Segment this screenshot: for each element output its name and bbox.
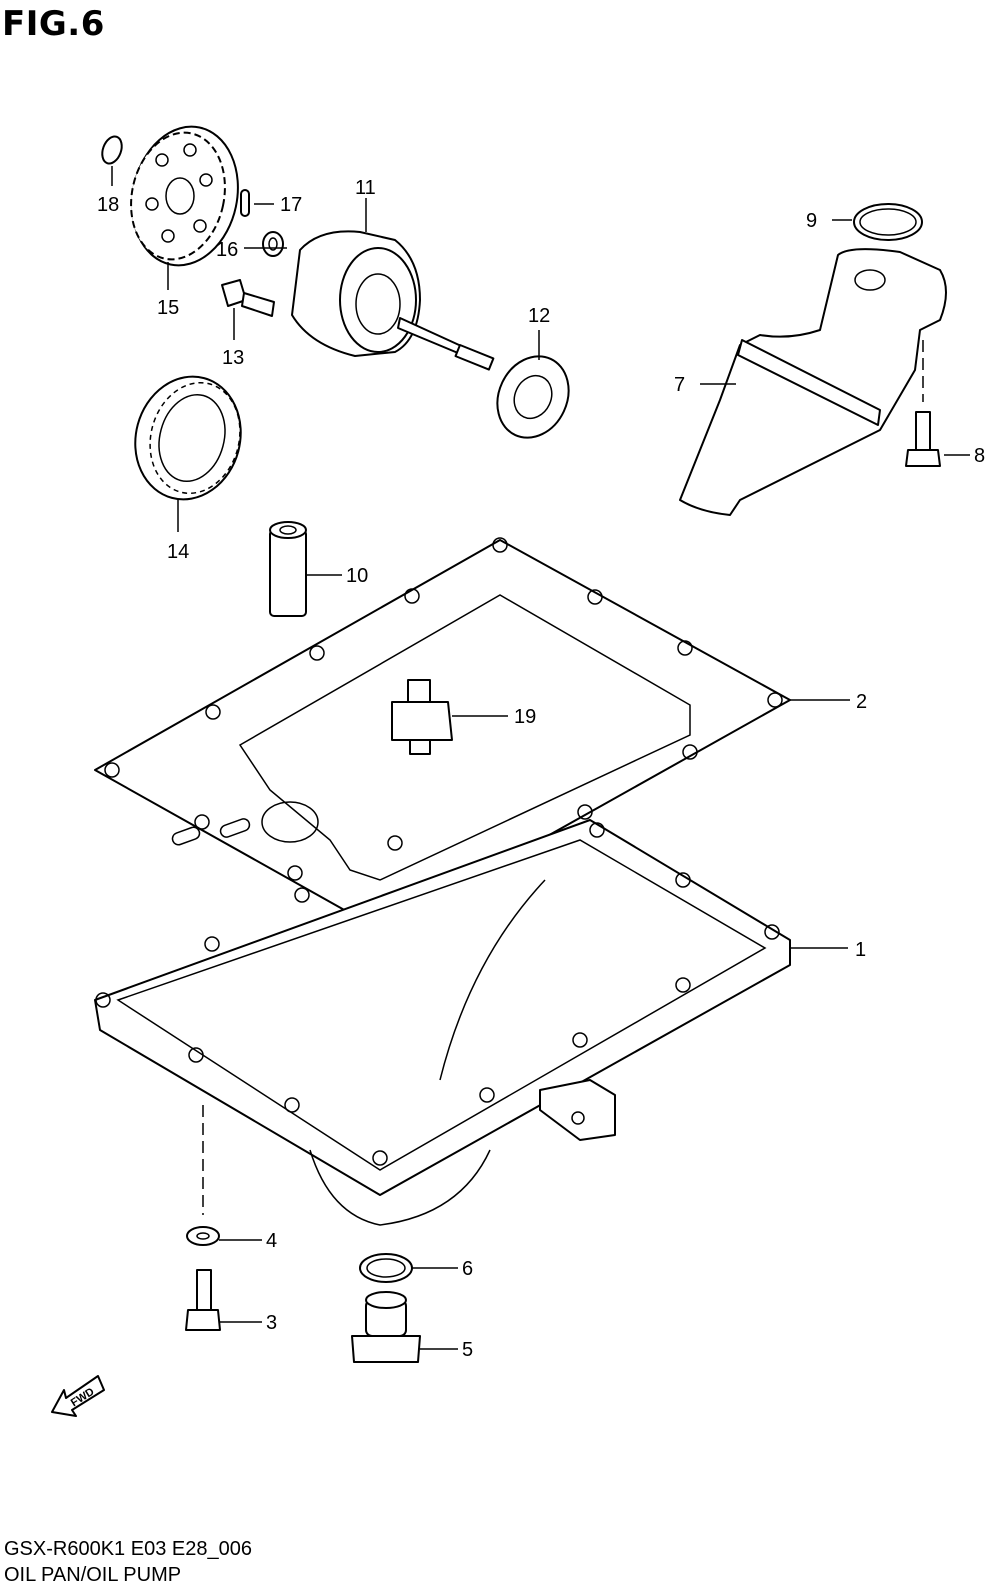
oil-pan-part-1 — [94, 819, 791, 1226]
callout-13: 13 — [222, 347, 244, 369]
callout-14: 14 — [167, 541, 189, 563]
gasket-part-6 — [359, 1253, 413, 1283]
pipe-part-10 — [269, 521, 307, 617]
callout-9: 9 — [806, 210, 817, 232]
sprocket-part-15 — [130, 125, 239, 267]
gasket-part-12 — [496, 355, 570, 439]
callout-15: 15 — [157, 297, 179, 319]
pin-part-17 — [240, 189, 250, 217]
callout-16: 16 — [216, 239, 238, 261]
washer-part-4 — [186, 1105, 220, 1246]
callout-3: 3 — [266, 1312, 277, 1334]
gear-part-14 — [134, 375, 242, 501]
circlip-part-18 — [101, 135, 123, 165]
callout-2: 2 — [856, 691, 867, 713]
figure-title: FIG.6 — [2, 4, 105, 44]
bolt-part-13 — [221, 279, 275, 317]
leader-lines — [111, 166, 970, 1350]
callout-6: 6 — [462, 1258, 473, 1280]
oil-pressure-switch-part-19 — [391, 679, 453, 755]
callout-7: 7 — [674, 374, 685, 396]
callout-4: 4 — [266, 1230, 277, 1252]
oil-pump-part-11 — [291, 230, 495, 371]
callout-8: 8 — [974, 445, 985, 467]
callout-5: 5 — [462, 1339, 473, 1361]
callout-18: 18 — [97, 194, 119, 216]
callout-17: 17 — [280, 194, 302, 216]
bolt-part-3 — [185, 1269, 221, 1331]
callout-10: 10 — [346, 565, 368, 587]
oil-strainer-part-7 — [679, 248, 947, 516]
callout-19: 19 — [514, 706, 536, 728]
diagram-name: OIL PAN/OIL PUMP — [4, 1564, 182, 1586]
callout-11: 11 — [355, 177, 376, 199]
drain-plug-part-5 — [351, 1291, 421, 1363]
diagram-code: GSX-R600K1 E03 E28_006 — [4, 1538, 252, 1560]
bolt-part-8 — [905, 340, 941, 467]
o-ring-part-9 — [853, 203, 923, 241]
washer-part-16 — [262, 231, 284, 257]
callout-labels: 1 2 3 4 5 6 7 8 9 10 11 12 13 14 15 16 1… — [97, 177, 985, 1361]
callout-12: 12 — [528, 305, 550, 327]
callout-1: 1 — [855, 939, 866, 961]
forward-direction-arrow: FWD — [51, 1375, 105, 1417]
